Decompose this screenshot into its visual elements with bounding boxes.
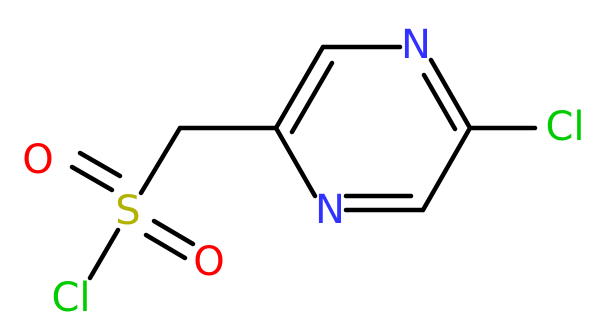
atom-label-cl-sulfonyl: Cl (51, 275, 90, 321)
bond-c2-c3-inner (289, 60, 335, 135)
bond-s-o-lower-b (143, 232, 188, 261)
bond-c5-c6 (420, 125, 473, 213)
bond-c2-c3 (273, 44, 326, 131)
bond-ch2-s (138, 125, 183, 196)
bond-n4-c5 (428, 57, 473, 131)
bond-s-o-lower-a (151, 218, 196, 247)
bond-s-cl (87, 227, 121, 281)
atom-label-cl-ring: Cl (545, 104, 584, 150)
atom-label-o-upper: O (22, 137, 53, 183)
atom-label-n-top: N (401, 22, 431, 68)
bond-n1-c2 (273, 125, 318, 199)
bond-n4-c5-inner (421, 72, 458, 132)
atom-label-n-bottom: N (315, 187, 345, 233)
atom-label-o-lower: O (193, 239, 224, 285)
atom-label-s: S (115, 188, 140, 234)
bond-s-o-upper-b (77, 150, 123, 179)
bond-s-o-upper-a (69, 164, 115, 193)
